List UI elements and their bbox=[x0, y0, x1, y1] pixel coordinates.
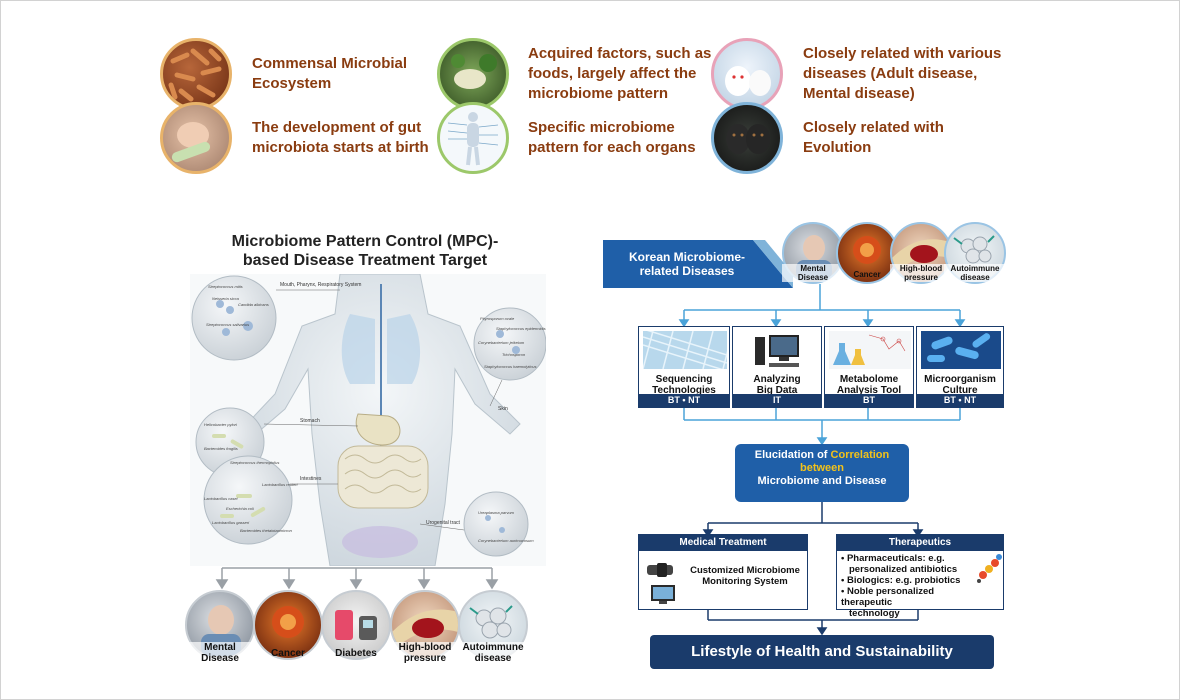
label-intestines: Intestines bbox=[300, 476, 322, 482]
therapeutics-item: • Pharmaceuticals: e.g. bbox=[841, 553, 945, 564]
computer-icon bbox=[755, 335, 799, 367]
tech-culture-tag: BT • NT bbox=[917, 394, 1003, 407]
newborn-icon bbox=[160, 102, 232, 174]
microbe-staph-haemo: Staphylococcus haemolyticus bbox=[484, 364, 536, 369]
mpc-disease-label-diabetes: Diabetes bbox=[335, 648, 377, 659]
mice-icon bbox=[711, 38, 783, 110]
microbe-trichosporon: Trichosporon bbox=[502, 352, 526, 357]
label-stomach: Stomach bbox=[300, 418, 320, 424]
gorilla-icon bbox=[711, 102, 783, 174]
microbe-candida: Candida albicans bbox=[238, 302, 269, 307]
tech-metabolome-tag: BT bbox=[825, 394, 913, 407]
microbe-lacto-reuteri: Lactobacillus reuteri bbox=[262, 482, 298, 487]
korean-banner-text: Korean Microbiome- related Diseases bbox=[628, 250, 745, 278]
elucidation-between: between bbox=[799, 462, 844, 474]
food-icon bbox=[437, 38, 509, 110]
microbe-strep-mitis: Streptococcus mitis bbox=[208, 284, 243, 289]
therapeutics-item: • Noble personalized therapeutic bbox=[841, 586, 935, 608]
flask-icon bbox=[829, 331, 911, 369]
microbe-culture-icon bbox=[921, 331, 1001, 369]
microbe-neisseria: Neisseria sicca bbox=[212, 296, 240, 301]
lifestyle-banner: Lifestyle of Health and Sustainability bbox=[650, 635, 994, 669]
therapeutics-box: Therapeutics • Pharmaceuticals: e.g. per… bbox=[836, 534, 1004, 619]
microbe-lacto-gasseri: Lactobacillus gasseri bbox=[212, 520, 249, 525]
tech-bigdata-tag: IT bbox=[733, 394, 821, 407]
flow-connectors bbox=[678, 284, 966, 636]
microbe-coryne-auri: Corynebacterium aurimucosum bbox=[478, 538, 534, 543]
microbe-strep-salivarius: Streptococcus salivarius bbox=[206, 322, 249, 327]
molecule-icon bbox=[977, 554, 1002, 583]
therapeutics-item: • Biologics: e.g. probiotics bbox=[841, 575, 961, 586]
bacteria-icon bbox=[160, 38, 232, 110]
microbe-ureaplasma: Ureaplasma parvum bbox=[478, 510, 515, 515]
microbe-lacto-casei: Lactobacillus casei bbox=[204, 496, 238, 501]
label-urogenital: Urogenital tract bbox=[426, 520, 461, 526]
elucidation-box: Elucidation of Correlation between Micro… bbox=[735, 444, 909, 502]
microbe-strep-thermo: Streptococcus thermophilus bbox=[230, 460, 279, 465]
label-skin: Skin bbox=[498, 406, 508, 412]
therapeutics-header: Therapeutics bbox=[837, 535, 1003, 551]
cancer-cell-icon bbox=[253, 590, 323, 660]
korean-cancer-icon bbox=[836, 222, 898, 284]
label-mouth: Mouth, Pharynx, Respiratory System bbox=[280, 282, 361, 288]
microbe-coryne-jeikeium: Corynebacterium jeikeium bbox=[478, 340, 525, 345]
korean-disease-label-cancer: Cancer bbox=[853, 270, 881, 279]
microbe-staph-epi: Staphylococcus epidermidis bbox=[496, 326, 546, 331]
disease-arrows bbox=[215, 567, 499, 590]
microbe-helicobacter: Helicobacter pylori bbox=[204, 422, 237, 427]
body-illustration: Mouth, Pharynx, Respiratory System Stoma… bbox=[190, 274, 546, 566]
microbe-e-coli: Escherichia coli bbox=[226, 506, 254, 511]
microbe-bacteroides-theta: Bacteroides thetaiotaomicron bbox=[240, 528, 293, 533]
body-organs-icon bbox=[437, 102, 509, 174]
wearable-monitor-icon bbox=[647, 563, 675, 604]
therapeutics-list: • Pharmaceuticals: e.g. personalized ant… bbox=[841, 553, 977, 619]
tech-sequencing-tag: BT • NT bbox=[639, 394, 729, 407]
microbe-bacteroides-fragilis: Bacteroides fragilis bbox=[204, 446, 238, 451]
dna-grid-icon bbox=[643, 331, 727, 369]
microbe-pityrosporum: Pityrosporum ovale bbox=[480, 316, 515, 321]
medical-header: Medical Treatment bbox=[639, 535, 807, 551]
diabetes-icon bbox=[321, 590, 391, 660]
mpc-disease-label-cancer: Cancer bbox=[271, 648, 305, 659]
elucidation-highlight: Correlation bbox=[830, 449, 890, 461]
mpc-title: Microbiome Pattern Control (MPC)- based … bbox=[231, 233, 499, 269]
